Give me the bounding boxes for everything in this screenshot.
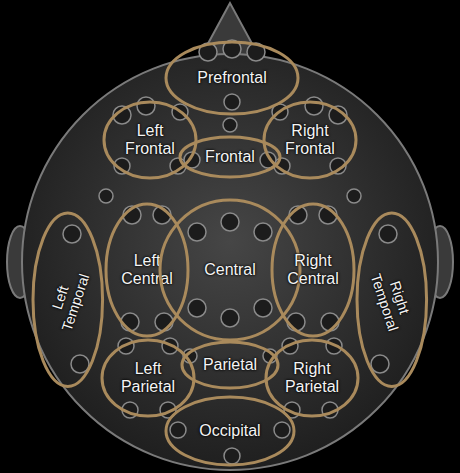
region-ellipse: Central: [158, 198, 302, 342]
region-label-group: Left Frontal: [125, 122, 175, 158]
region-ellipse: Occipital: [164, 395, 296, 467]
region-label: Frontal: [205, 148, 255, 166]
region-label: Right Frontal: [285, 122, 335, 158]
region-ellipse: Left Parietal: [100, 338, 196, 418]
head: [22, 54, 438, 470]
region-label-group: Frontal: [205, 148, 255, 166]
region-ellipse: Frontal: [178, 135, 282, 179]
region-label: Left Temporal: [44, 267, 93, 333]
region-ellipse: Right Frontal: [262, 100, 358, 180]
region-label-group: Occipital: [199, 422, 260, 440]
region-ellipse: Left Frontal: [102, 100, 198, 180]
region-ellipse: Right Parietal: [264, 338, 360, 418]
region-ellipse: Right Central: [270, 202, 356, 338]
region-label-group: Right Central: [287, 252, 339, 288]
region-label-group: Right Frontal: [285, 122, 335, 158]
region-label: Left Central: [121, 252, 173, 288]
region-ellipse: Right Temporal: [355, 211, 429, 388]
region-label: Occipital: [199, 422, 260, 440]
region-label: Right Central: [287, 252, 339, 288]
region-label-group: Left Parietal: [121, 360, 175, 396]
region-label: Left Parietal: [121, 360, 175, 396]
region-label: Left Frontal: [125, 122, 175, 158]
region-label: Right Parietal: [285, 360, 339, 396]
region-ellipse: Prefrontal: [164, 40, 300, 116]
region-label: Parietal: [203, 356, 257, 374]
electrodes: [63, 40, 397, 464]
region-label-group: Left Central: [121, 252, 173, 288]
region-label-group: Prefrontal: [197, 69, 266, 87]
region-label-group: Parietal: [203, 356, 257, 374]
region-label-group: Right Temporal: [368, 267, 417, 333]
region-ellipse: Left Temporal: [31, 211, 105, 388]
region-label: Central: [204, 261, 256, 279]
region-label: Right Temporal: [368, 267, 417, 333]
region-label: Prefrontal: [197, 69, 266, 87]
region-label-group: Right Parietal: [285, 360, 339, 396]
region-label-group: Left Temporal: [44, 267, 93, 333]
region-label-group: Central: [204, 261, 256, 279]
